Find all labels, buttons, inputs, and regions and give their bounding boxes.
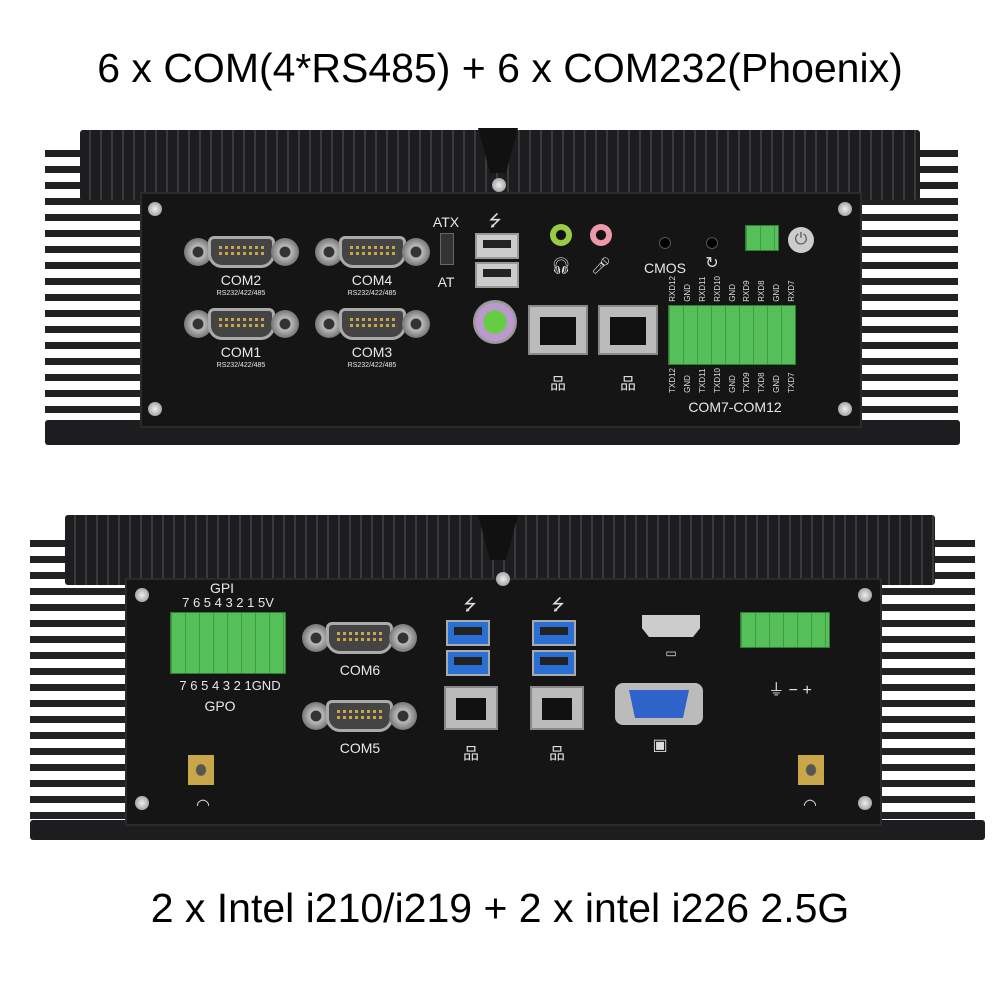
com3-label: COM3: [351, 344, 393, 360]
wifi-icon: ◠: [803, 797, 817, 814]
com4-label: COM4: [351, 272, 393, 288]
screw-icon: [838, 202, 852, 216]
usb-icon: ⭍: [488, 213, 502, 230]
power-button[interactable]: ⏻: [788, 227, 814, 253]
hdmi-icon: ▭: [665, 646, 677, 660]
headphone-icon: 🎧︎: [550, 258, 572, 275]
dc-terminal[interactable]: [745, 225, 779, 251]
screw-icon: [858, 796, 872, 810]
microphone-icon: 🎤︎: [590, 258, 612, 275]
screw-icon: [135, 796, 149, 810]
line-out-jack[interactable]: [550, 224, 572, 246]
atx-label: ATX: [432, 214, 460, 230]
gpi-label: GPI: [209, 580, 235, 596]
network-icon: 品: [548, 746, 566, 763]
network-icon: 品: [462, 746, 480, 763]
com1-sub: RS232/422/485: [216, 362, 266, 369]
com2-sub: RS232/422/485: [216, 290, 266, 297]
com6-label: COM6: [339, 662, 381, 678]
lan-port[interactable]: [528, 305, 588, 355]
top-caption: 6 x COM(4*RS485) + 6 x COM232(Phoenix): [97, 45, 903, 91]
reset-button[interactable]: [706, 237, 718, 249]
screw-icon: [496, 572, 510, 586]
rx-pin-labels: RXD12 GND RXD11 RXD10 GND RXD9 RXD8 GND …: [668, 276, 796, 302]
heatsink-fins-left: [30, 540, 130, 825]
cmos-button[interactable]: [659, 237, 671, 249]
network-icon: 品: [619, 376, 637, 393]
pin-label: TXD12: [668, 368, 677, 393]
com6-port[interactable]: [302, 622, 417, 654]
antenna-connector[interactable]: [188, 755, 214, 785]
power-polarity-label: ⏚ − +: [768, 682, 812, 699]
pin-label: RXD11: [697, 276, 707, 302]
lan-port[interactable]: [530, 686, 584, 730]
com4-port[interactable]: [315, 236, 430, 268]
com2-label: COM2: [220, 272, 262, 288]
pin-label: TXD10: [712, 368, 722, 393]
pin-label: GND: [727, 375, 737, 393]
network-icon: 品: [549, 376, 567, 393]
gpo-label: GPO: [204, 698, 236, 714]
screw-icon: [135, 588, 149, 602]
usb3-port[interactable]: [532, 650, 576, 676]
com7-com12-terminal-block[interactable]: [668, 305, 796, 365]
screw-icon: [838, 402, 852, 416]
pin-label: GND: [682, 375, 692, 393]
pin-label: TXD11: [697, 368, 707, 393]
screw-icon: [148, 202, 162, 216]
com3-sub: RS232/422/485: [347, 362, 397, 369]
com2-port[interactable]: [184, 236, 299, 268]
pin-label: TXD8: [757, 372, 767, 393]
lan-port[interactable]: [598, 305, 658, 355]
gpo-pin-labels: 7 6 5 4 3 2 1GND: [179, 678, 281, 693]
usb3-port[interactable]: [532, 620, 576, 646]
cmos-label: CMOS: [644, 260, 686, 276]
refresh-icon: ↻: [705, 255, 719, 272]
pin-label: TXD7: [787, 372, 796, 393]
pin-label: GND: [772, 375, 782, 393]
com1-label: COM1: [220, 344, 262, 360]
gpio-terminal-block[interactable]: [170, 612, 286, 674]
usb-port[interactable]: [475, 262, 519, 288]
com5-port[interactable]: [302, 700, 417, 732]
mic-jack[interactable]: [590, 224, 612, 246]
screw-icon: [492, 178, 506, 192]
pin-label: GND: [772, 284, 782, 302]
screw-icon: [858, 588, 872, 602]
pin-label: RXD8: [757, 280, 767, 302]
pin-label: TXD9: [742, 372, 752, 393]
pin-label: RXD7: [787, 280, 796, 302]
tx-pin-labels: TXD12 GND TXD11 TXD10 GND TXD9 TXD8 GND …: [668, 368, 796, 393]
wifi-icon: ◠: [196, 797, 210, 814]
gpi-pin-labels: 7 6 5 4 3 2 1 5V: [182, 595, 274, 610]
com7-com12-label: COM7-COM12: [688, 399, 782, 415]
usb3-port[interactable]: [446, 650, 490, 676]
antenna-connector[interactable]: [798, 755, 824, 785]
com3-port[interactable]: [315, 308, 430, 340]
at-label: AT: [437, 274, 455, 290]
lan-port[interactable]: [444, 686, 498, 730]
pin-label: RXD12: [668, 276, 677, 302]
com4-sub: RS232/422/485: [347, 290, 397, 297]
usb-icon: ⭍: [463, 597, 477, 614]
bottom-caption: 2 x Intel i210/i219 + 2 x intel i226 2.5…: [150, 885, 850, 931]
monitor-icon: ▣: [652, 737, 668, 754]
usb-icon: ⭍: [551, 597, 565, 614]
com1-port[interactable]: [184, 308, 299, 340]
hdmi-port[interactable]: [642, 615, 700, 637]
usb3-port[interactable]: [446, 620, 490, 646]
dc-power-terminal[interactable]: [740, 612, 830, 648]
pin-label: GND: [682, 284, 692, 302]
com5-label: COM5: [339, 740, 381, 756]
ps2-port[interactable]: [473, 300, 517, 344]
vga-port[interactable]: [615, 683, 703, 725]
heatsink-fins-right: [875, 540, 975, 825]
pin-label: GND: [727, 284, 737, 302]
usb-port[interactable]: [475, 233, 519, 259]
screw-icon: [148, 402, 162, 416]
pin-label: RXD10: [712, 276, 722, 302]
pin-label: RXD9: [742, 280, 752, 302]
atx-at-switch[interactable]: [440, 233, 454, 265]
